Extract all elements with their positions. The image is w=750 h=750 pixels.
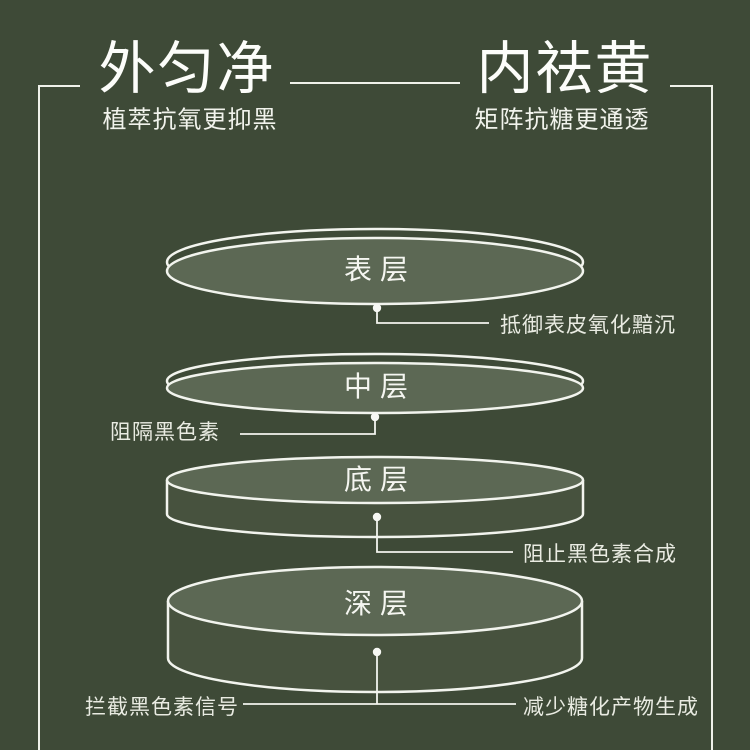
callout-dot [372, 512, 382, 522]
callout-middle-layer [240, 412, 380, 435]
subtitle-right: 矩阵抗糖更通透 [474, 106, 650, 134]
callout-dot [370, 412, 380, 422]
disc-label-bottom: 底层 [343, 464, 417, 495]
disc-label-deep: 深层 [343, 588, 417, 619]
callout-bottom-layer [372, 512, 513, 553]
callout-text-deep-left: 拦截黑色素信号 [85, 696, 239, 719]
callout-text-bottom: 阻止黑色素合成 [523, 543, 677, 566]
callout-dot [372, 647, 382, 657]
heading-right: 内祛黄 [476, 38, 654, 101]
callout-text-surface: 抵御表皮氧化黯沉 [500, 314, 676, 337]
disc-label-middle: 中层 [343, 371, 417, 402]
disc-surface-layer [165, 227, 585, 306]
callout-text-deep-right: 减少糖化产物生成 [523, 696, 699, 719]
callout-deep-layer [243, 647, 516, 705]
heading-left: 外匀净 [98, 38, 276, 101]
disc-label-surface: 表层 [343, 254, 417, 285]
callout-dot [372, 303, 382, 313]
disc-bottom-layer [165, 455, 585, 539]
subtitle-left: 植萃抗氧更抑黑 [102, 106, 278, 134]
callout-surface-layer [372, 303, 489, 324]
disc-deep-layer [166, 565, 584, 694]
frame-lines [38, 82, 713, 750]
callout-text-middle: 阻隔黑色素 [110, 421, 220, 444]
